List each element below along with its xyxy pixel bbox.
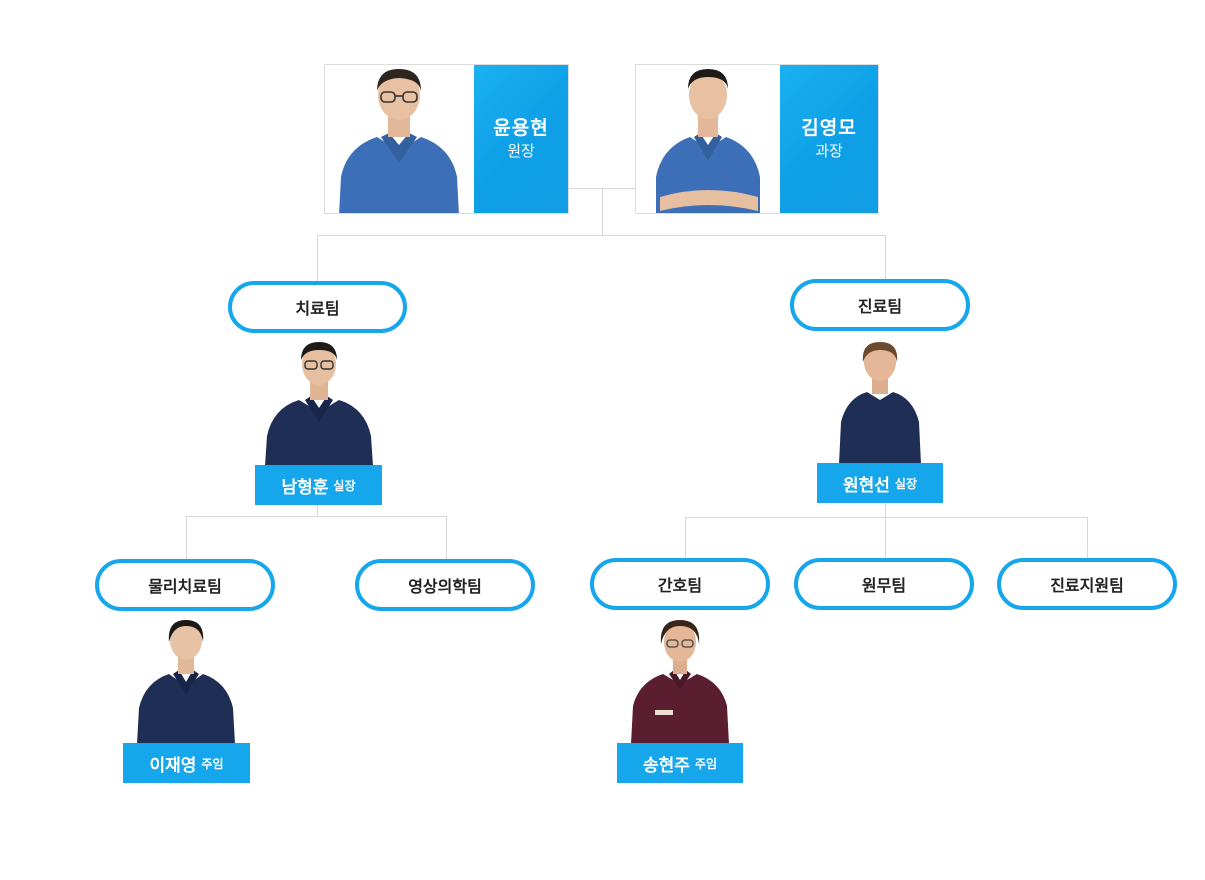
staff-name-badge: 이재영 주임 xyxy=(123,743,250,783)
staff-name: 송현주 xyxy=(642,755,690,776)
staff-role: 주임 xyxy=(694,756,717,771)
director-title: 원장 xyxy=(507,142,535,160)
staff-name-badge: 남형훈 실장 xyxy=(255,465,382,505)
director-card-1: 윤용현 원장 xyxy=(324,64,569,214)
staff-clinic-head: 원현선 실장 xyxy=(817,340,943,504)
staff-name: 이재영 xyxy=(149,755,197,776)
team-clinic[interactable]: 진료팀 xyxy=(790,279,970,331)
team-label: 간호팀 xyxy=(657,576,703,595)
team-label: 원무팀 xyxy=(861,576,907,595)
director-card-2: 김영모 과장 xyxy=(635,64,879,214)
subteam-administration[interactable]: 원무팀 xyxy=(794,558,974,610)
staff-name-badge: 원현선 실장 xyxy=(817,463,943,503)
director-name: 윤용현 xyxy=(493,117,549,139)
director-photo xyxy=(325,65,473,213)
subteam-physical-therapy[interactable]: 물리치료팀 xyxy=(95,559,275,611)
staff-role: 실장 xyxy=(894,476,917,491)
team-label: 진료팀 xyxy=(857,297,903,316)
staff-photo xyxy=(839,342,921,464)
staff-photo xyxy=(265,342,373,466)
team-label: 물리치료팀 xyxy=(148,577,222,596)
team-label: 진료지원팀 xyxy=(1050,576,1124,595)
subteam-nursing[interactable]: 간호팀 xyxy=(590,558,770,610)
staff-photo xyxy=(631,620,729,744)
subteam-radiology[interactable]: 영상의학팀 xyxy=(355,559,535,611)
staff-treatment-head: 남형훈 실장 xyxy=(255,340,383,506)
team-label: 영상의학팀 xyxy=(408,577,482,596)
staff-role: 실장 xyxy=(333,478,356,493)
director-title: 과장 xyxy=(815,142,843,160)
subteam-clinical-support[interactable]: 진료지원팀 xyxy=(997,558,1177,610)
director-nameplate: 윤용현 원장 xyxy=(474,65,568,213)
staff-role: 주임 xyxy=(201,756,224,771)
director-name: 김영모 xyxy=(801,117,857,139)
team-label: 치료팀 xyxy=(295,299,340,318)
staff-name: 남형훈 xyxy=(281,477,329,498)
staff-photo xyxy=(137,620,235,744)
staff-physical-therapy: 이재영 주임 xyxy=(123,618,250,784)
staff-nursing: 송현주 주임 xyxy=(617,618,743,784)
team-treatment[interactable]: 치료팀 xyxy=(228,281,407,333)
staff-name: 원현선 xyxy=(842,475,890,496)
director-nameplate: 김영모 과장 xyxy=(780,65,878,213)
staff-name-badge: 송현주 주임 xyxy=(617,743,743,783)
director-photo xyxy=(636,65,781,213)
